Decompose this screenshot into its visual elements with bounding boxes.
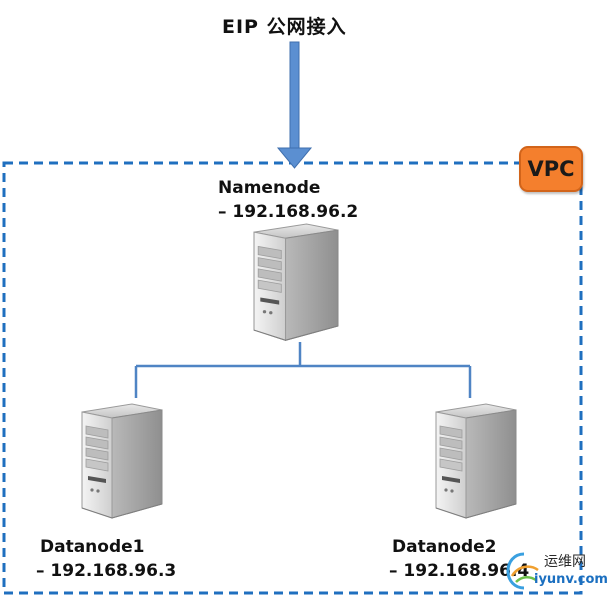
watermark-logo-icon xyxy=(506,552,539,590)
eip-title: EIP 公网接入 xyxy=(222,16,347,38)
eip-arrow xyxy=(276,41,313,169)
vpc-badge: VPC xyxy=(519,146,583,192)
datanode2-name: Datanode2 xyxy=(392,537,497,557)
watermark: 运维网 iyunv.com xyxy=(504,548,607,594)
datanode1-ip: – 192.168.96.3 xyxy=(36,561,177,581)
server-icon xyxy=(253,223,339,341)
server-icon xyxy=(435,403,517,519)
server-icon xyxy=(81,403,163,519)
network-connectors xyxy=(134,342,472,398)
namenode-ip: – 192.168.96.2 xyxy=(218,202,359,222)
watermark-cn: 运维网 xyxy=(544,554,586,570)
watermark-en: iyunv.com xyxy=(534,572,607,587)
vpc-badge-label: VPC xyxy=(527,157,575,181)
namenode-name: Namenode xyxy=(218,178,321,198)
datanode1-name: Datanode1 xyxy=(40,537,145,557)
datanode2-ip: – 192.168.96.4 xyxy=(389,561,530,581)
